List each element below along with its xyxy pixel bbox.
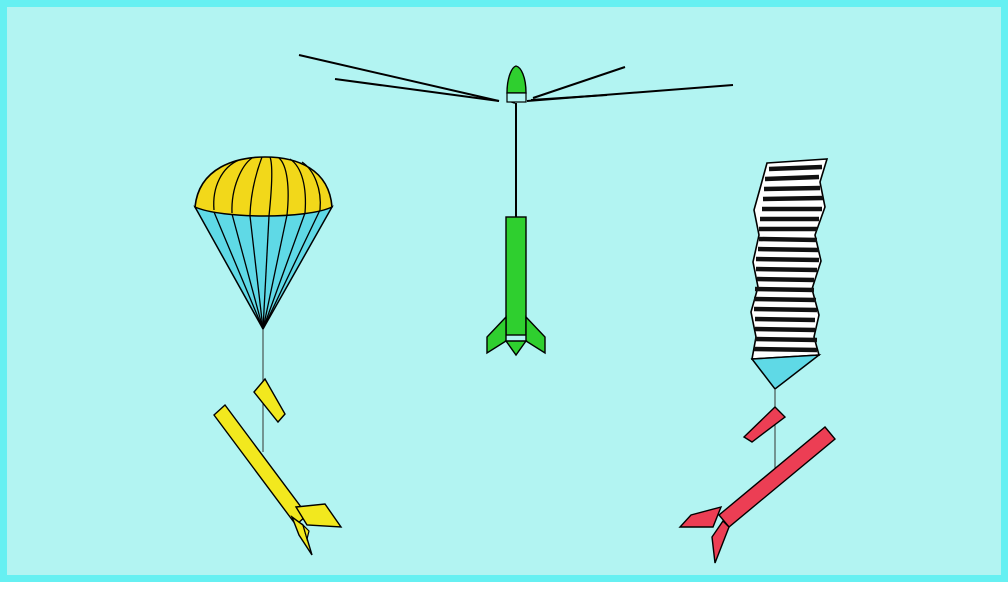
yellow-nose-cone [254, 379, 285, 422]
streamer-recovery [680, 159, 835, 563]
streamer-tip [752, 355, 819, 389]
green-rocket-body [487, 217, 545, 355]
parachute-recovery [195, 157, 341, 555]
yellow-rocket-body [214, 405, 341, 555]
parachute-icon [195, 157, 332, 329]
red-rocket-body [680, 427, 835, 563]
helicopter-blade-recovery [299, 55, 733, 355]
green-nose-cone [507, 66, 526, 93]
recovery-methods-illustration [7, 7, 1008, 589]
red-nose-cone [744, 407, 785, 442]
streamer-icon [751, 159, 827, 389]
